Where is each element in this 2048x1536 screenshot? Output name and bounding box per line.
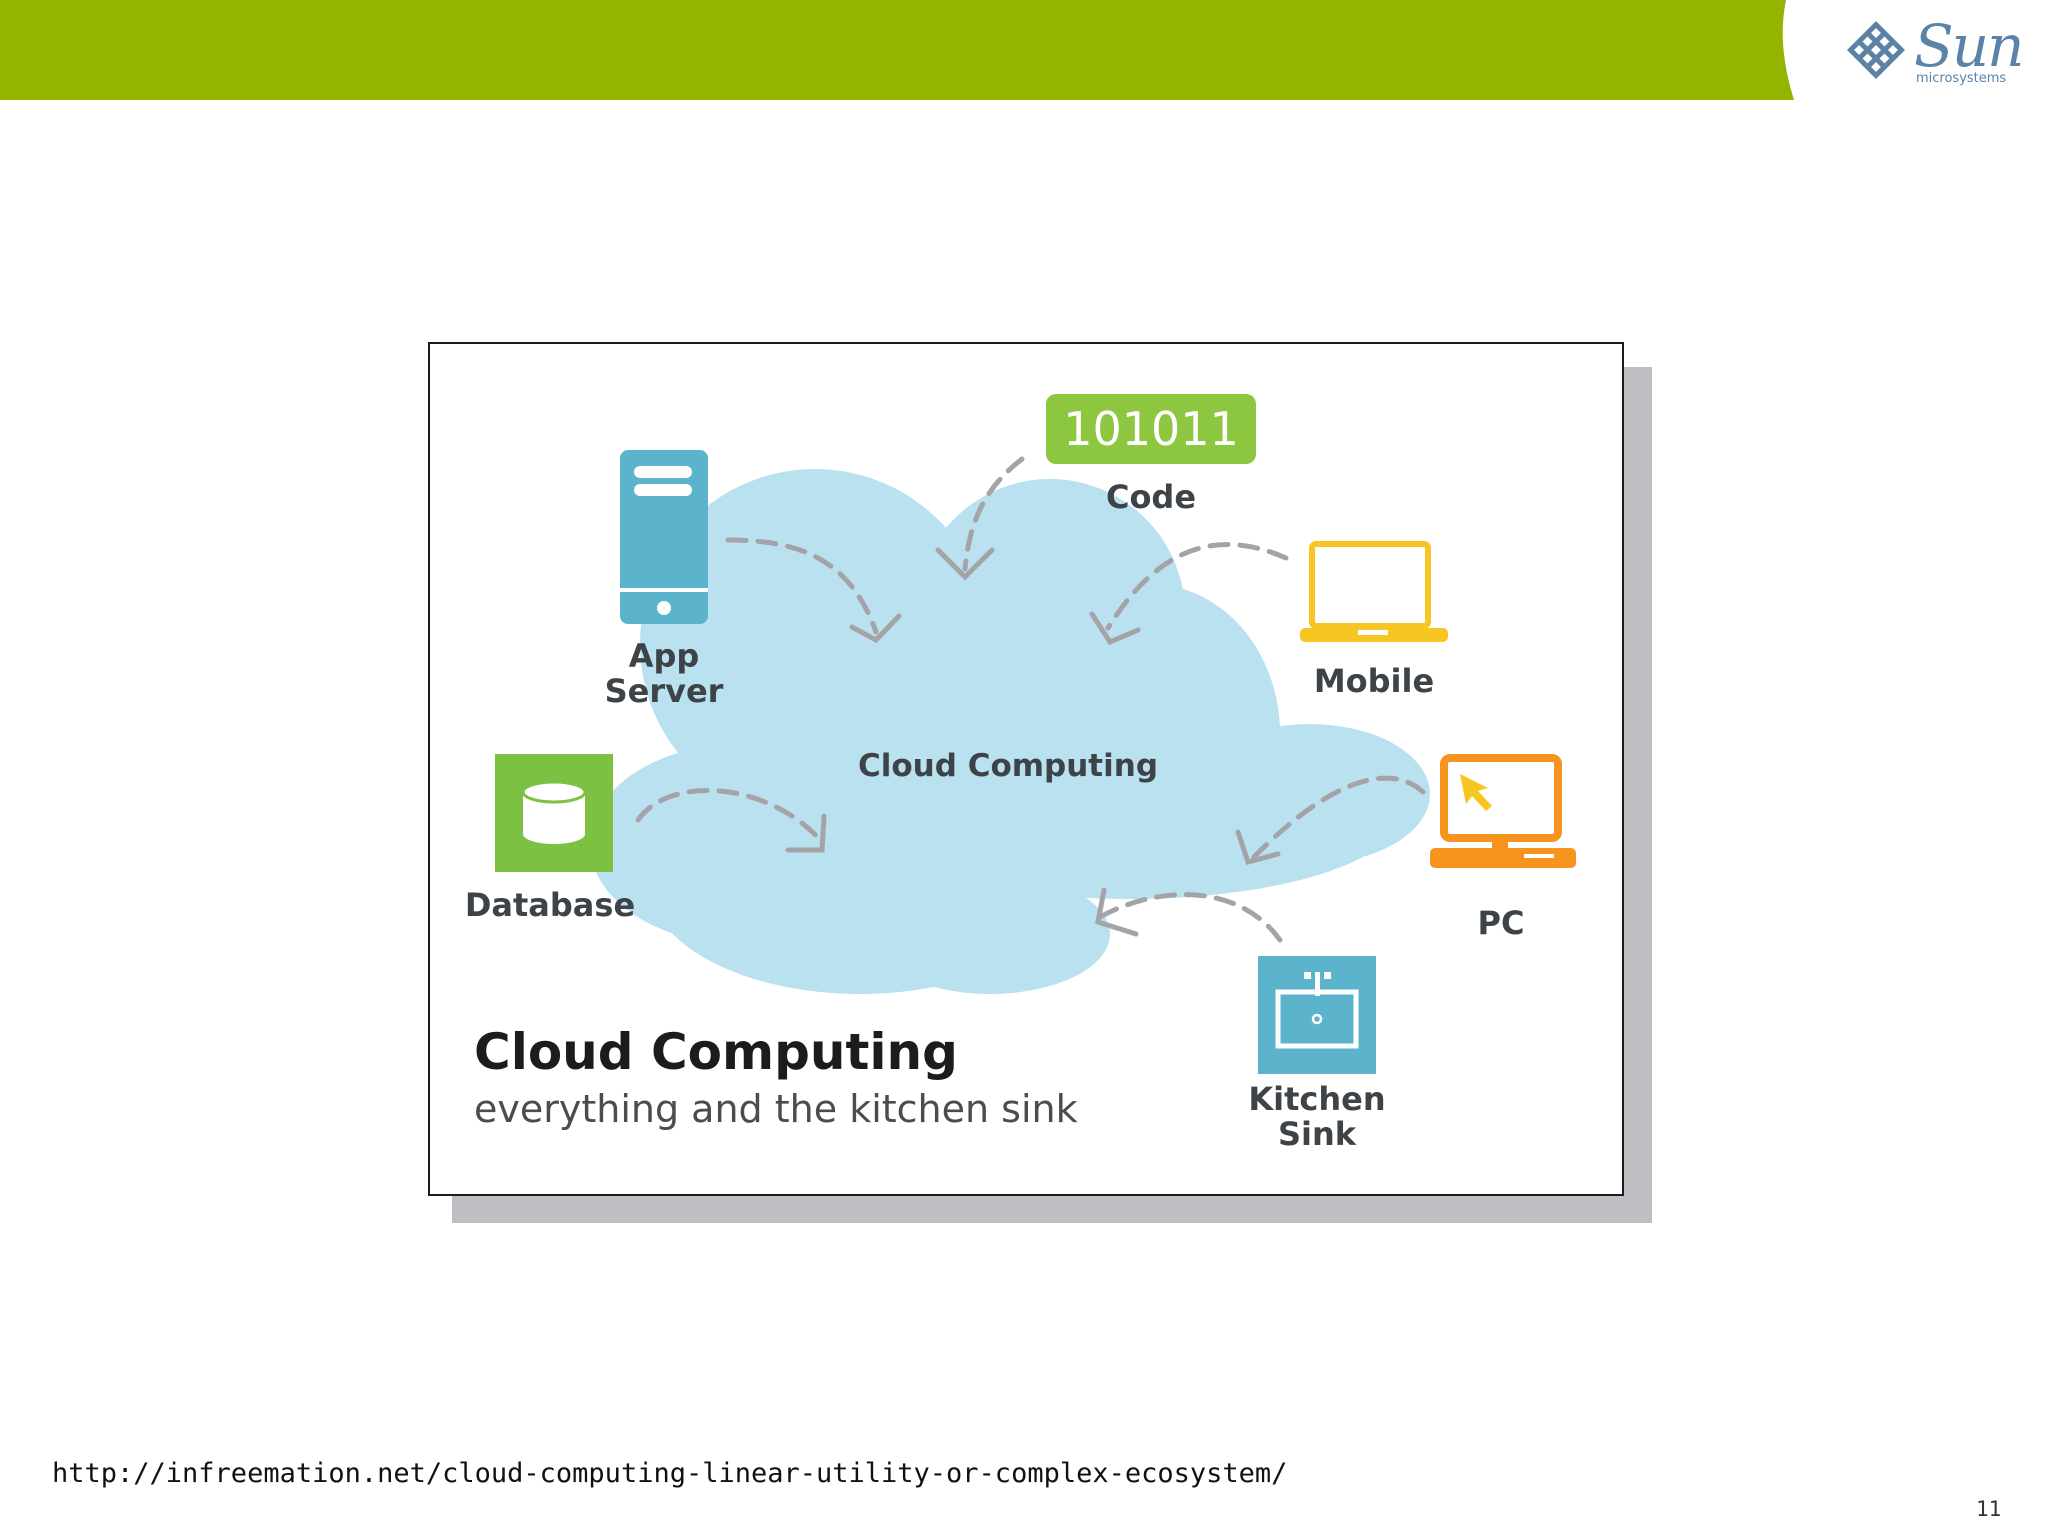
cloud-shape — [590, 469, 1430, 994]
arrow-mobile — [1105, 541, 1289, 631]
cloud-diagram: 101011 Code App Server Mobile — [465, 394, 1576, 1153]
app-server-label-line1: App — [629, 637, 700, 675]
database-label: Database — [465, 886, 635, 924]
mobile-node: Mobile — [1300, 541, 1448, 700]
page-number: 11 — [1976, 1497, 2002, 1521]
arrow-pc — [1249, 775, 1426, 862]
cloud-computing-figure: 101011 Code App Server Mobile — [428, 342, 1624, 1196]
code-badge — [1046, 394, 1256, 464]
code-badge-text: 101011 — [1063, 402, 1239, 456]
server-icon — [620, 450, 708, 624]
mobile-label: Mobile — [1314, 662, 1434, 700]
arrowhead-kitchen-sink — [1095, 887, 1139, 937]
arrow-code — [962, 456, 1025, 572]
pc-icon — [1430, 754, 1576, 868]
logo-wordmark: Sun — [1914, 12, 2024, 80]
arrowhead-pc — [1235, 829, 1281, 866]
arrow-database — [635, 787, 825, 845]
arrowhead-app-server — [849, 613, 902, 644]
sun-logo: Sun microsystems — [1840, 12, 2040, 102]
arrowhead-mobile — [1089, 611, 1141, 646]
sink-icon — [1258, 956, 1376, 1074]
header-bar — [0, 0, 1794, 100]
figure-title: Cloud Computing — [474, 1023, 958, 1081]
arrow-app-server — [725, 537, 879, 635]
arrowhead-code — [935, 547, 995, 581]
pc-label: PC — [1478, 904, 1525, 942]
kitchen-sink-node: Kitchen Sink — [1248, 956, 1386, 1153]
arrowhead-database — [785, 813, 827, 853]
laptop-icon — [1300, 541, 1448, 642]
arrow-kitchen-sink — [1097, 892, 1283, 943]
cloud-center-label: Cloud Computing — [858, 748, 1158, 784]
database-node: Database — [465, 754, 635, 924]
sun-diamond-icon — [1847, 21, 1905, 79]
kitchen-sink-label-line1: Kitchen — [1248, 1080, 1385, 1118]
code-label: Code — [1106, 478, 1196, 516]
figure-subtitle: everything and the kitchen sink — [474, 1087, 1078, 1131]
source-url: http://infreemation.net/cloud-computing-… — [52, 1458, 1288, 1489]
app-server-label-line2: Server — [605, 672, 724, 710]
code-node: 101011 Code — [1046, 394, 1256, 516]
header-bar-shape — [0, 0, 1794, 100]
pc-node: PC — [1430, 754, 1576, 942]
logo-subtext: microsystems — [1916, 71, 2007, 86]
app-server-node: App Server — [605, 450, 724, 710]
kitchen-sink-label-line2: Sink — [1278, 1115, 1357, 1153]
database-icon — [495, 754, 613, 872]
